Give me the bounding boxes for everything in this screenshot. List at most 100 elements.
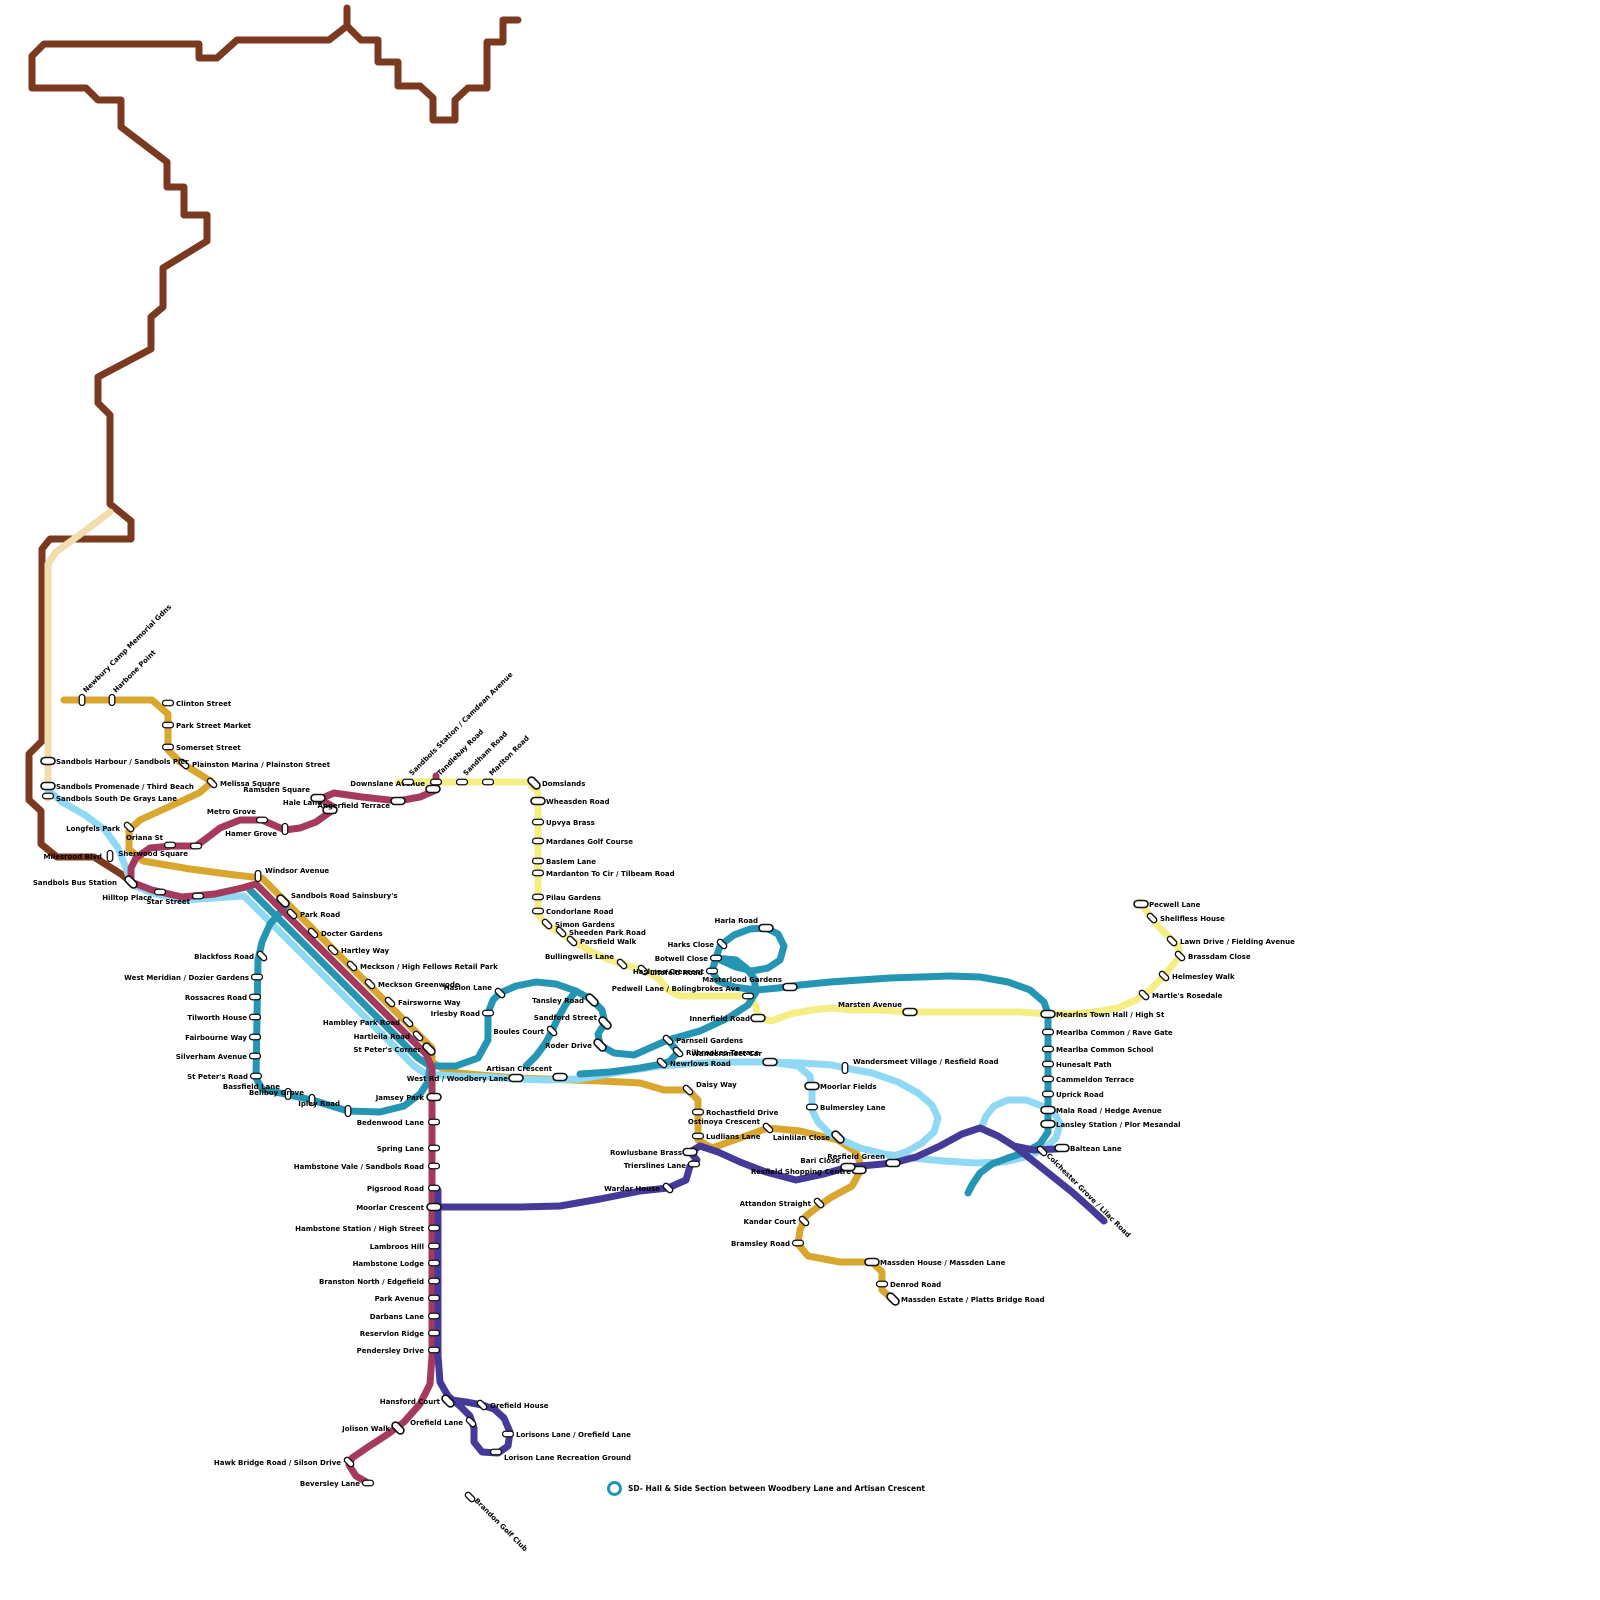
station-label: Lorisons Lane / Orefield Lane xyxy=(516,1431,631,1439)
station-label: Longfels Park xyxy=(66,825,120,833)
station-marker xyxy=(346,960,358,972)
station-marker xyxy=(656,1057,668,1069)
station-marker xyxy=(566,935,578,947)
line-teal xyxy=(246,886,434,1070)
section-marker-icon xyxy=(607,1481,622,1496)
station-marker xyxy=(255,816,269,824)
station-rossacres-road: Rossacres Road xyxy=(185,993,262,1002)
station-marker xyxy=(1041,1090,1055,1098)
station-hambley-park-road: Hambley Park Road xyxy=(323,1016,414,1028)
station-label: Mala Road / Hedge Avenue xyxy=(1056,1107,1162,1115)
station-marker xyxy=(791,1239,805,1247)
station-label: Hambstone Station / High Street xyxy=(295,1225,424,1233)
station-marker xyxy=(427,1184,441,1192)
station-label: Mardanes Golf Course xyxy=(546,838,633,846)
station-marker xyxy=(1133,899,1149,909)
station-label: Branston North / Edgefield xyxy=(319,1278,424,1286)
station-marker xyxy=(412,1030,424,1042)
station-label: Meckson Greenwode xyxy=(378,981,460,989)
station-marker xyxy=(425,784,441,794)
station-label: Reservlon Ridge xyxy=(360,1330,425,1338)
station-marker xyxy=(598,1016,612,1030)
station-hilltop-place: Hilltop Place xyxy=(102,888,167,902)
station-parsfield-walk: Parsfield Walk xyxy=(566,935,637,947)
line-harbour-rail xyxy=(25,4,351,886)
station-marker xyxy=(390,796,406,806)
station-label: Spring Lane xyxy=(377,1145,425,1153)
station-hamer-grove: Hamer Grove xyxy=(225,822,289,838)
station-newrlows-road: Newrlows Road xyxy=(656,1057,731,1069)
station-marker xyxy=(782,982,798,992)
station-marker xyxy=(804,1081,820,1091)
station-label: St Peter's Corner xyxy=(353,1046,421,1054)
station-label: Domslands xyxy=(542,780,585,788)
station-marker xyxy=(40,781,56,791)
station-meckson-greenwode: Meckson Greenwode xyxy=(364,978,460,990)
station-pilau-gardens: Pilau Gardens xyxy=(531,893,601,902)
station-parnsell-gardens: Parnsell Gardens xyxy=(662,1034,743,1046)
station-marker xyxy=(531,869,545,877)
station-label: Darbans Lane xyxy=(370,1313,424,1321)
station-label: Parnsell Gardens xyxy=(676,1037,743,1045)
station-label: Resfield Green xyxy=(827,1153,885,1161)
station-rowlusbane-brass: Rowlusbane Brass xyxy=(610,1147,698,1157)
station-west-meridian-dozier-gardens: West Meridian / Dozier Gardens xyxy=(124,973,264,982)
station-label: Kandar Court xyxy=(744,1218,797,1226)
station-label: Sherwood Square xyxy=(118,850,188,858)
station-masterlood-gardens: Masterlood Gardens xyxy=(702,976,798,992)
station-marker xyxy=(401,778,415,786)
station-marker xyxy=(531,857,545,865)
station-condorlane-road: Condorlane Road xyxy=(531,907,613,916)
station-marker xyxy=(41,792,55,800)
station-label: Park Avenue xyxy=(375,1295,425,1303)
station-beversley-lane: Beversley Lane xyxy=(300,1479,375,1488)
station-label: Rochastfield Drive xyxy=(706,1109,779,1117)
station-marker xyxy=(343,1456,355,1468)
station-trierslines-lane: Trierslines Lane xyxy=(624,1160,701,1170)
station-marker xyxy=(310,793,326,803)
station-label: Haslon Lane xyxy=(444,984,493,992)
station-label: Sandbols Promenade / Third Beach xyxy=(56,783,194,791)
station-label: Docter Gardens xyxy=(321,930,383,938)
station-pecwell-lane: Pecwell Lane xyxy=(1133,899,1201,909)
station-marker xyxy=(1036,1145,1048,1157)
station-marker xyxy=(1166,935,1178,947)
station-marker xyxy=(1041,1075,1055,1083)
station-marker xyxy=(78,693,86,707)
station-marker xyxy=(161,699,175,707)
station-label: Angerfield Terrace xyxy=(317,802,390,810)
station-label: Windsor Avenue xyxy=(265,867,329,875)
station-sandford-street: Sandford Street xyxy=(534,1014,612,1030)
station-marker xyxy=(455,778,469,786)
station-label: Trierslines Lane xyxy=(624,1162,687,1170)
station-marker xyxy=(593,1038,607,1052)
station-mearlns-town-hall-high-st: Mearlns Town Hall / High St xyxy=(1040,1009,1165,1019)
station-label: Blackfoss Road xyxy=(194,953,254,961)
station-marker xyxy=(798,1215,810,1227)
station-marker xyxy=(248,1033,262,1041)
station-st-peter-s-corner: St Peter's Corner xyxy=(353,1042,436,1056)
station-lainlilan-close: Lainlilan Close xyxy=(773,1130,845,1144)
station-marker xyxy=(106,849,114,863)
station-metro-grove: Metro Grove xyxy=(207,808,269,824)
station-marker xyxy=(885,1158,901,1168)
station-marker xyxy=(831,1130,845,1144)
line-indigo xyxy=(434,1186,514,1457)
station-label: Botwell Close xyxy=(655,955,708,963)
station-label: Mardanton To Cir / Tilbeam Road xyxy=(546,870,675,878)
station-label: Harla Road xyxy=(714,917,758,925)
station-label: Tansley Road xyxy=(532,997,584,1005)
station-label: Sandham Road xyxy=(462,730,509,777)
station-label: Mearlba Common / Rave Gate xyxy=(1056,1029,1173,1037)
station-marker xyxy=(687,1160,701,1168)
station-label: Moorlar Crescent xyxy=(356,1204,424,1212)
station-marker xyxy=(161,721,175,729)
station-label: Milesrood Blvd xyxy=(43,853,102,861)
station-marker xyxy=(276,894,290,908)
station-label: Rossacres Road xyxy=(185,994,247,1002)
station-marker xyxy=(637,964,649,976)
station-marker xyxy=(163,841,177,849)
station-lorison-lane-recreation-ground: Lorison Lane Recreation Ground xyxy=(489,1448,631,1462)
station-marker xyxy=(662,1034,674,1046)
station-marker xyxy=(476,1399,488,1411)
